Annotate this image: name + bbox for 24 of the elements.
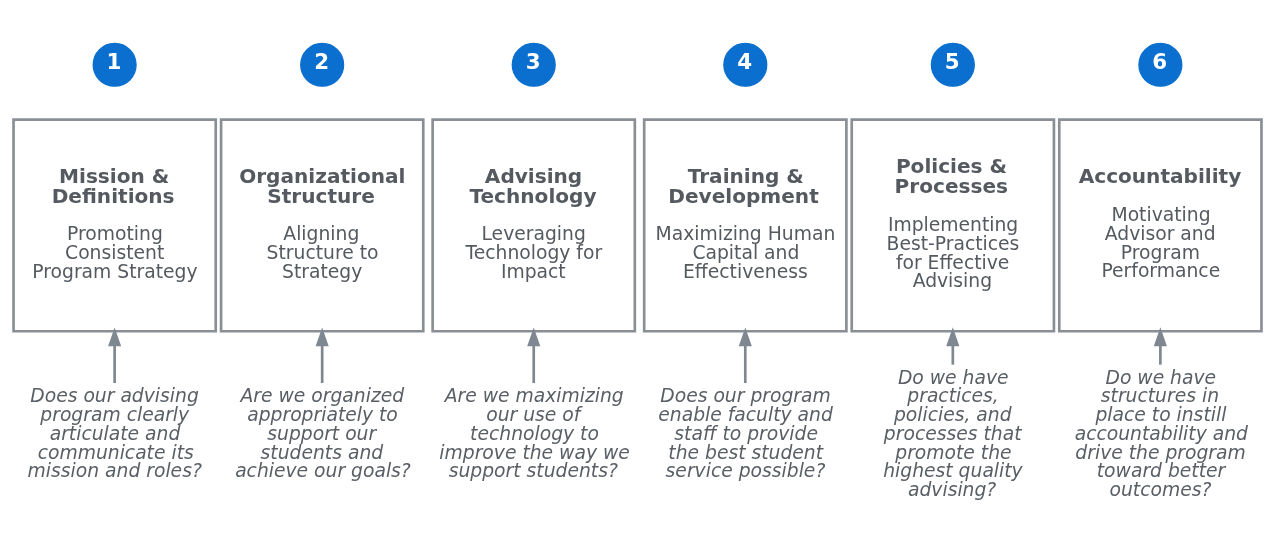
- node-box: Accountability Motivating Advisor and Program Performance: [1057, 117, 1263, 333]
- node-box: Organizational Structure Aligning Structure to Strategy: [219, 117, 425, 333]
- node-text: Do we have practices, policies, and processes that promote the highest quality advising?: [883, 366, 1023, 500]
- node-text: Are we maximizing our use of technology to improve the way we support students?: [439, 384, 630, 481]
- node-text: Does our advising program clearly articulate and communicate its mission and roles?: [27, 384, 202, 481]
- arrow: [738, 326, 752, 383]
- node-text: Do we have structures in place to instill accountability and drive the program toward better outcomes?: [1074, 366, 1248, 500]
- node-box: Policies & Processes Implementing Best-Practices for Effective Advising: [850, 117, 1056, 333]
- node-circle: 1: [92, 42, 137, 87]
- arrow: [946, 326, 960, 365]
- arrow: [1153, 326, 1167, 365]
- node-circle: 5: [930, 42, 975, 87]
- node-circle: 3: [511, 42, 556, 87]
- arrow: [108, 326, 122, 383]
- node-text: Does our program enable faculty and staff to provide the best student service possible?: [658, 384, 833, 481]
- node-circle: 4: [723, 42, 768, 87]
- node-text: Are we organized appropriately to support our students and achieve our goals?: [235, 384, 411, 481]
- node-box: Mission & Definitions Promoting Consistent Program Strategy: [12, 117, 218, 333]
- node-circle: 6: [1138, 42, 1183, 87]
- node-box: Training & Development Maximizing Human Capital and Effectiveness: [642, 117, 848, 333]
- arrow: [315, 326, 329, 383]
- node-box: Advising Technology Leveraging Technology for Impact: [431, 117, 637, 333]
- node-circle: 2: [300, 42, 345, 87]
- arrow: [527, 326, 541, 383]
